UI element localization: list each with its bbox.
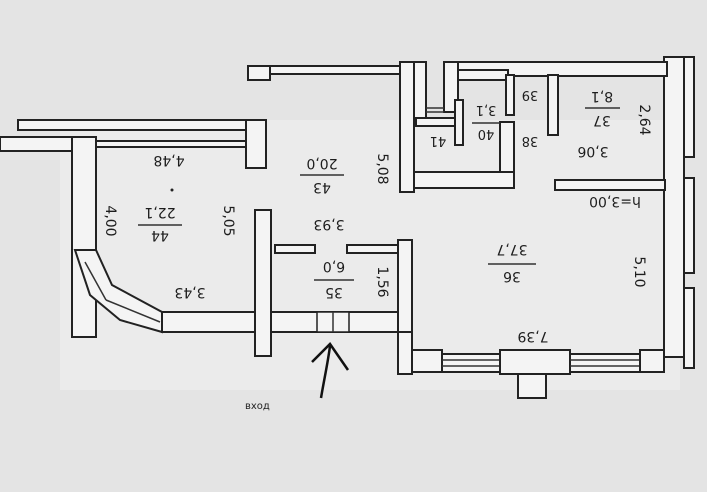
dimension-7-39: 7,39 [517, 328, 548, 344]
room-35-area: 6,0 [323, 258, 345, 274]
dimension-1-56: 1,56 [374, 266, 390, 297]
entrance-label: вход [245, 401, 270, 412]
room-labels: 44 22,1 43 20,0 35 6,0 36 37,7 37 8,1 40… [138, 87, 620, 300]
room-36-area: 37,7 [496, 241, 527, 257]
dimension-5-10: 5,10 [631, 256, 647, 287]
room-37-area: 8,1 [591, 88, 613, 104]
room-36-number: 36 [503, 268, 521, 284]
room-35-number: 35 [325, 284, 343, 300]
walls [0, 56, 695, 399]
room-41-number: 41 [430, 133, 447, 148]
dimension-5-05: 5,05 [220, 205, 236, 236]
room-40-area: 3,1 [476, 102, 497, 117]
room-38-number: 38 [522, 133, 539, 148]
dimension-3-06: 3,06 [577, 143, 608, 159]
dimension-3-93: 3,93 [313, 216, 344, 232]
room-44-number: 44 [151, 227, 169, 243]
dimension-4-00: 4,00 [102, 205, 118, 236]
dimension-4-48: 4,48 [153, 152, 184, 168]
entrance-arrow-icon [311, 342, 350, 399]
room-37-number: 37 [593, 112, 611, 128]
dimension-labels: 4,48 4,00 5,05 3,43 5,08 3,93 1,56 3,06 … [102, 104, 652, 344]
room-43-number: 43 [313, 179, 331, 195]
room-40-number: 40 [478, 126, 495, 141]
dimension-5-08: 5,08 [374, 153, 390, 184]
dimension-2-64: 2,64 [636, 104, 652, 135]
room-43-area: 20,0 [306, 155, 337, 171]
room-44-area: 22,1 [144, 204, 175, 220]
room-39-number: 39 [522, 87, 539, 102]
ceiling-height: h=3,00 [589, 193, 641, 209]
dimension-3-43: 3,43 [174, 284, 205, 300]
